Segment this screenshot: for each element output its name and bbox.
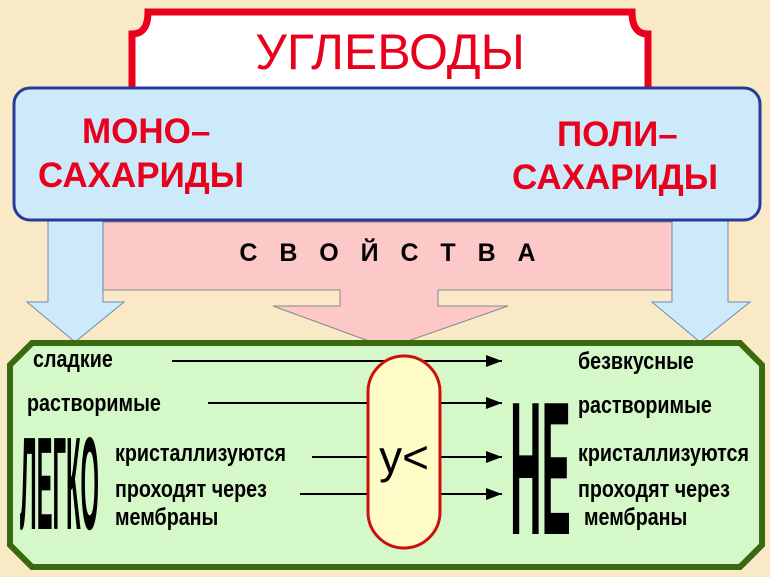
poly-arrow — [650, 209, 752, 343]
categories-box — [12, 86, 762, 222]
left-crystallize: кристаллизуются — [115, 440, 286, 467]
right-pass-through: проходят через — [578, 476, 730, 503]
center-symbol: у< — [379, 431, 429, 483]
left-soluble: растворимые — [27, 390, 161, 417]
left-pass-through: проходят через — [115, 476, 267, 503]
center-pill — [366, 354, 442, 550]
poly-line1: ПОЛИ– — [557, 115, 678, 154]
left-membranes: мембраны — [115, 504, 219, 531]
right-tasteless: безвкусные — [578, 348, 694, 375]
left-easily: ЛЕГКО — [20, 410, 99, 557]
mono-arrow — [25, 209, 126, 343]
mono-line1: МОНО– — [82, 112, 211, 151]
right-not: НЕ — [510, 363, 571, 575]
left-sweet: сладкие — [33, 346, 113, 373]
right-membranes: мембраны — [584, 504, 688, 531]
properties-label: С В О Й С Т В А — [239, 239, 536, 267]
mono-line2: САХАРИДЫ — [38, 156, 245, 195]
page-title: УГЛЕВОДЫ — [255, 24, 525, 80]
right-soluble: растворимые — [578, 392, 712, 419]
poly-line2: САХАРИДЫ — [512, 158, 719, 197]
right-crystallize: кристаллизуются — [578, 440, 749, 467]
